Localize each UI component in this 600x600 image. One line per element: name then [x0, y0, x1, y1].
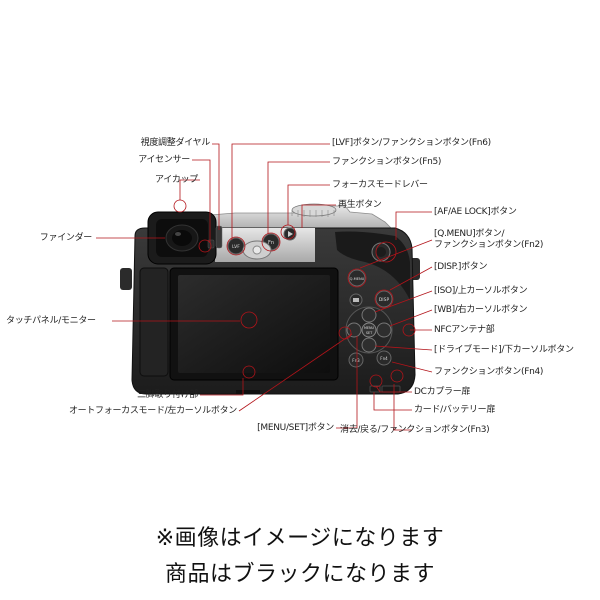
- lvf-button-label: LVF: [232, 244, 240, 250]
- label-tripod-mount: 三脚取り付け部: [137, 390, 198, 400]
- disp-button[interactable]: [375, 290, 393, 308]
- label-touch-panel: タッチパネル/モニター: [6, 316, 96, 326]
- label-delete-back: 消去/戻る/ファンクションボタン(Fn3): [340, 425, 490, 435]
- drive-down-button[interactable]: [361, 337, 377, 353]
- tripod-mount: [236, 390, 260, 394]
- wb-right-button[interactable]: [376, 322, 392, 338]
- delete-button-label: Fn3: [352, 358, 360, 363]
- note-product-color: 商品はブラックになります: [164, 562, 435, 587]
- label-qmenu-2: ファンクションボタン(Fn2): [434, 240, 544, 250]
- label-card-battery: カード/バッテリー扉: [414, 405, 496, 415]
- leader-lines: [96, 143, 433, 431]
- rear-dial[interactable]: [291, 203, 337, 217]
- label-fn5: ファンクションボタン(Fn5): [332, 157, 442, 167]
- label-iso-up: [ISO]/上カーソルボタン: [434, 286, 528, 296]
- label-diopter-dial: 視度調整ダイヤル: [140, 138, 211, 148]
- disp-button-label: DISP: [379, 297, 390, 303]
- viewfinder: [147, 211, 217, 265]
- label-finder: ファインダー: [39, 233, 93, 243]
- strap-lug-left: [120, 268, 132, 290]
- label-af-ae-lock: [AF/AE LOCK]ボタン: [434, 207, 517, 217]
- label-playback: 再生ボタン: [338, 200, 382, 210]
- label-nfc: NFCアンテナ部: [434, 325, 495, 335]
- set-button-label: SET: [366, 331, 373, 335]
- qmenu-button[interactable]: [348, 269, 366, 287]
- label-fn4: ファンクションボタン(Fn4): [434, 367, 544, 377]
- label-disp: [DISP.]ボタン: [434, 262, 488, 272]
- fn5-button-label: Fn: [268, 240, 274, 246]
- label-focus-lever: フォーカスモードレバー: [332, 180, 428, 190]
- label-lvf: [LVF]ボタン/ファンクションボタン(Fn6): [332, 138, 491, 148]
- fn4-button-label: Fn4: [380, 356, 388, 361]
- menu-set-button[interactable]: [361, 322, 377, 338]
- touch-panel-monitor[interactable]: [178, 275, 330, 373]
- playback-button[interactable]: [283, 227, 297, 241]
- label-dc-coupler: DCカプラー扉: [414, 387, 471, 397]
- af-ae-lock-button[interactable]: [371, 242, 391, 262]
- label-drive-down: [ドライブモード]/下カーソルボタン: [434, 345, 574, 355]
- thumb-grip: [335, 231, 410, 300]
- card-battery-door[interactable]: [381, 385, 401, 393]
- note-image-disclaimer: ※画像はイメージになります: [155, 526, 445, 551]
- dc-coupler-door[interactable]: [369, 385, 381, 393]
- video-rec-button[interactable]: [349, 293, 363, 307]
- label-menu-set: [MENU/SET]ボタン: [257, 423, 334, 433]
- iso-up-button[interactable]: [361, 307, 377, 323]
- label-eye-sensor: アイセンサー: [138, 155, 190, 165]
- label-qmenu-1: [Q.MENU]ボタン/: [434, 229, 505, 239]
- fn4-button[interactable]: [376, 350, 392, 366]
- menu-button-label: MENU: [364, 326, 375, 330]
- qmenu-button-label: Q.MENU: [350, 277, 365, 281]
- focus-mode-lever[interactable]: [242, 240, 272, 260]
- label-eyecup: アイカップ: [154, 175, 198, 185]
- delete-back-button[interactable]: [348, 352, 364, 368]
- af-mode-left-button[interactable]: [346, 322, 362, 338]
- label-af-mode-left: オートフォーカスモード/左カーソルボタン: [68, 406, 237, 416]
- label-wb-right: [WB]/右カーソルボタン: [434, 305, 528, 315]
- left-grip-panel: [139, 267, 169, 377]
